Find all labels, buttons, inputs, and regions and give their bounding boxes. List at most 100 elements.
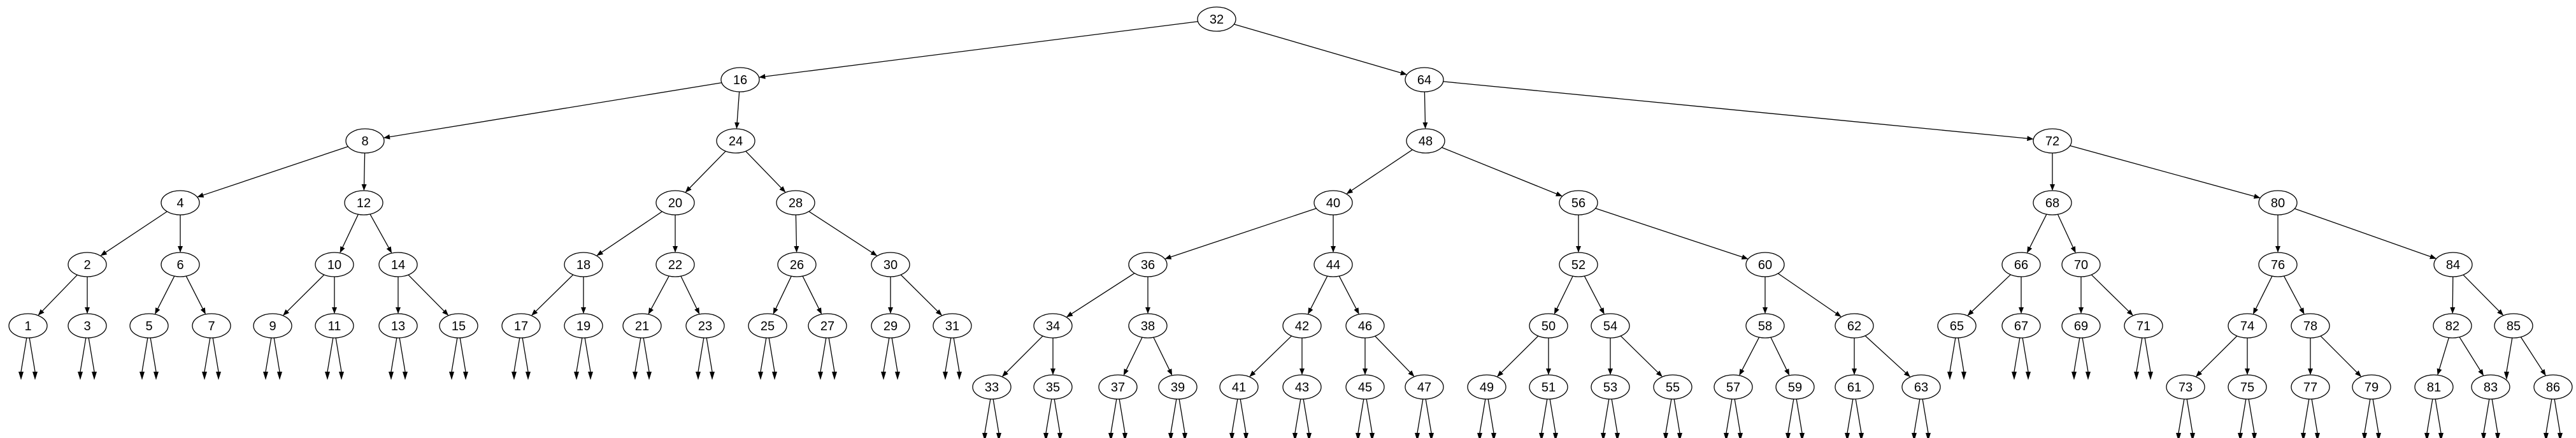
node-label: 36	[1141, 258, 1155, 272]
node-label: 16	[733, 73, 747, 87]
null-child-marker	[2190, 433, 2195, 438]
tree-node: 65	[1937, 313, 1977, 339]
tree-edge	[648, 275, 669, 315]
node-ellipse	[2033, 128, 2072, 154]
node-label: 44	[1326, 258, 1340, 272]
tree-node: 71	[2124, 313, 2163, 339]
tree-edge	[2252, 275, 2273, 314]
null-edge	[1417, 398, 1424, 434]
tree-edge	[1739, 337, 1760, 376]
node-label: 31	[945, 319, 959, 333]
node-ellipse	[2414, 374, 2454, 400]
node-label: 48	[1419, 135, 1433, 149]
tree-edge	[596, 211, 662, 256]
tree-node: 4	[161, 190, 200, 215]
tree-edge	[1497, 335, 1539, 377]
tree-node: 37	[1098, 374, 1138, 400]
tree-node: 36	[1128, 252, 1168, 277]
node-label: 72	[2045, 135, 2059, 149]
node-ellipse	[1128, 313, 1168, 339]
tree-edge	[2196, 335, 2238, 377]
node-label: 2	[83, 258, 90, 272]
tree-edge	[1595, 208, 1749, 259]
tree-node: 62	[1835, 313, 1874, 339]
null-child-marker	[78, 372, 83, 380]
node-label: 51	[1542, 381, 1556, 395]
tree-node: 43	[1282, 374, 1322, 400]
null-edge	[2426, 398, 2433, 434]
tree-edge	[745, 150, 786, 193]
null-child-marker	[574, 372, 579, 380]
tree-node: 54	[1591, 313, 1630, 339]
tree-edge	[340, 214, 359, 253]
tree-node: 50	[1529, 313, 1568, 339]
node-label: 85	[2507, 319, 2521, 333]
null-child-marker	[277, 372, 282, 380]
node-label: 66	[2014, 258, 2028, 272]
tree-node: 24	[716, 128, 755, 154]
null-edge	[2364, 398, 2371, 434]
tree-node: 74	[2228, 313, 2267, 339]
tree-edge	[531, 274, 574, 316]
tree-node: 41	[1219, 374, 1259, 400]
null-child-marker	[881, 372, 886, 380]
tree-node: 73	[2166, 374, 2205, 400]
null-edge	[883, 337, 890, 372]
null-child-marker	[1553, 433, 1558, 438]
node-label: 53	[1603, 381, 1617, 395]
node-ellipse	[344, 190, 383, 215]
node-ellipse	[2033, 190, 2072, 215]
null-child-marker	[1243, 433, 1249, 438]
tree-edge	[685, 150, 726, 193]
node-label: 41	[1232, 381, 1246, 395]
null-edge	[1294, 398, 1301, 434]
null-edge	[522, 337, 529, 372]
tree-node: 58	[1745, 313, 1785, 339]
node-ellipse	[8, 313, 48, 339]
node-label: 49	[1480, 381, 1494, 395]
tree-edge	[1164, 208, 1317, 259]
null-child-marker	[818, 372, 823, 380]
tree-edge	[2520, 337, 2546, 376]
node-ellipse	[1937, 313, 1977, 339]
node-ellipse	[1282, 374, 1322, 400]
null-child-marker	[1182, 433, 1187, 438]
node-label: 35	[1046, 381, 1060, 395]
node-label: 77	[2303, 381, 2317, 395]
node-ellipse	[1714, 374, 1753, 400]
node-label: 63	[1914, 381, 1928, 395]
tree-node: 85	[2494, 313, 2533, 339]
tree-edge	[1346, 149, 1413, 194]
tree-node: 63	[1901, 374, 1941, 400]
node-ellipse	[2061, 252, 2101, 277]
node-ellipse	[1529, 374, 1568, 400]
node-ellipse	[777, 252, 817, 277]
tree-node: 22	[655, 252, 695, 277]
tree-edge	[1066, 273, 1135, 318]
node-ellipse	[378, 252, 418, 277]
node-label: 62	[1847, 319, 1861, 333]
tree-node: 29	[871, 313, 910, 339]
node-label: 84	[2446, 258, 2460, 272]
null-child-marker	[140, 372, 145, 380]
tree-node: 47	[1405, 374, 1444, 400]
tree-node: 15	[439, 313, 478, 339]
tree-node: 76	[2258, 252, 2298, 277]
node-ellipse	[2001, 313, 2041, 339]
null-child-marker	[154, 372, 159, 380]
null-child-marker	[1738, 433, 1743, 438]
node-label: 7	[208, 319, 215, 333]
tree-node: 77	[2291, 374, 2330, 400]
node-ellipse	[2228, 313, 2267, 339]
node-label: 23	[698, 319, 712, 333]
null-edge	[1425, 398, 1432, 434]
node-label: 17	[514, 319, 528, 333]
tree-edge	[1770, 337, 1790, 376]
null-edge	[1796, 398, 1803, 434]
null-edge	[1119, 398, 1126, 434]
null-child-marker	[2424, 433, 2429, 438]
tree-node: 80	[2258, 190, 2298, 215]
node-ellipse	[2533, 374, 2573, 400]
null-child-marker	[339, 372, 344, 380]
null-child-marker	[216, 372, 221, 380]
